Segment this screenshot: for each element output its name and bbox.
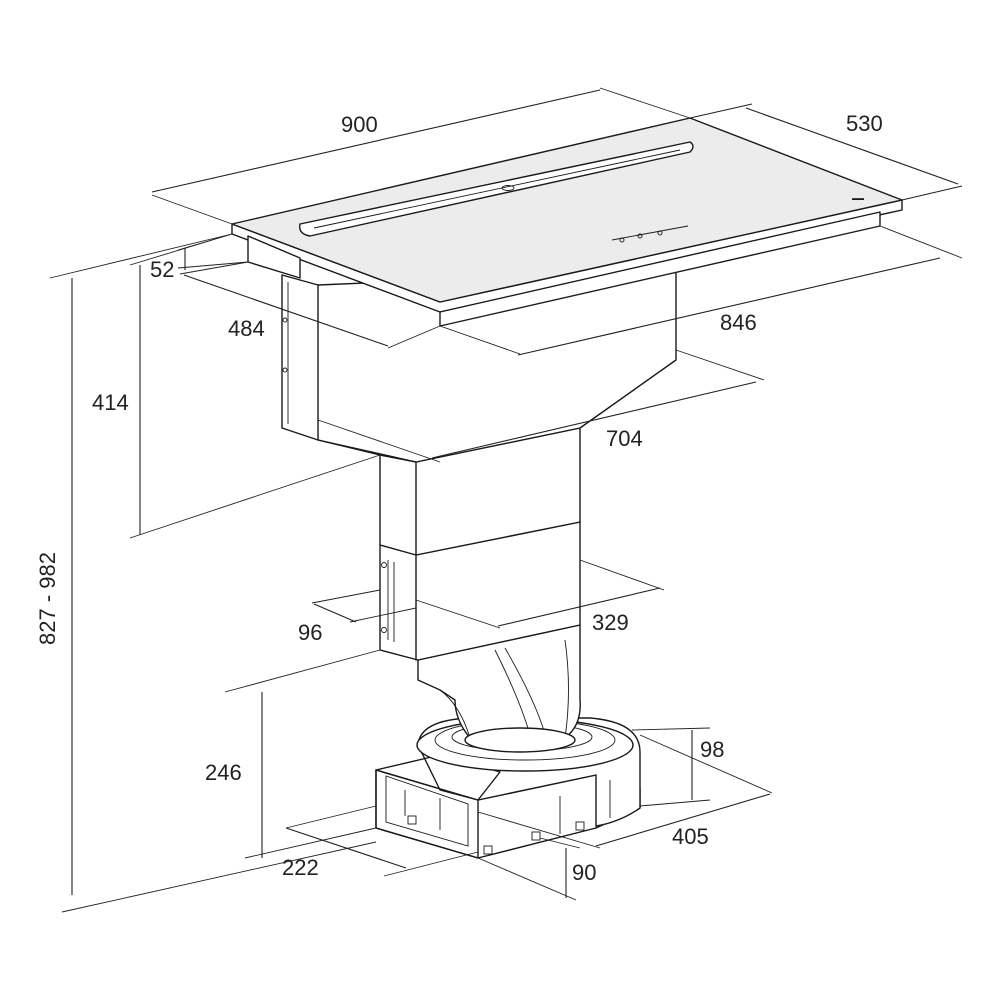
label-405: 405 — [672, 824, 709, 849]
label-484: 484 — [228, 316, 265, 341]
label-704: 704 — [606, 426, 643, 451]
label-98: 98 — [700, 737, 724, 762]
label-96: 96 — [298, 620, 322, 645]
label-329: 329 — [592, 610, 629, 635]
label-52: 52 — [150, 257, 174, 282]
label-530: 530 — [846, 111, 883, 136]
dimension-lines — [49, 87, 963, 913]
duct-transition — [417, 624, 581, 753]
label-414: 414 — [92, 390, 129, 415]
label-827-982: 827 - 982 — [35, 552, 60, 645]
label-846: 846 — [720, 310, 757, 335]
hob-glass-top: ▬▬ — [231, 117, 903, 327]
svg-text:▬▬: ▬▬ — [852, 196, 864, 202]
label-900: 900 — [341, 112, 378, 137]
dimension-labels: 900 530 52 484 846 414 704 96 329 246 98… — [35, 111, 883, 885]
label-222: 222 — [282, 855, 319, 880]
extractor-housing — [281, 269, 677, 463]
label-90: 90 — [572, 860, 596, 885]
label-246: 246 — [205, 760, 242, 785]
appliance-body: ▬▬ — [231, 117, 903, 859]
